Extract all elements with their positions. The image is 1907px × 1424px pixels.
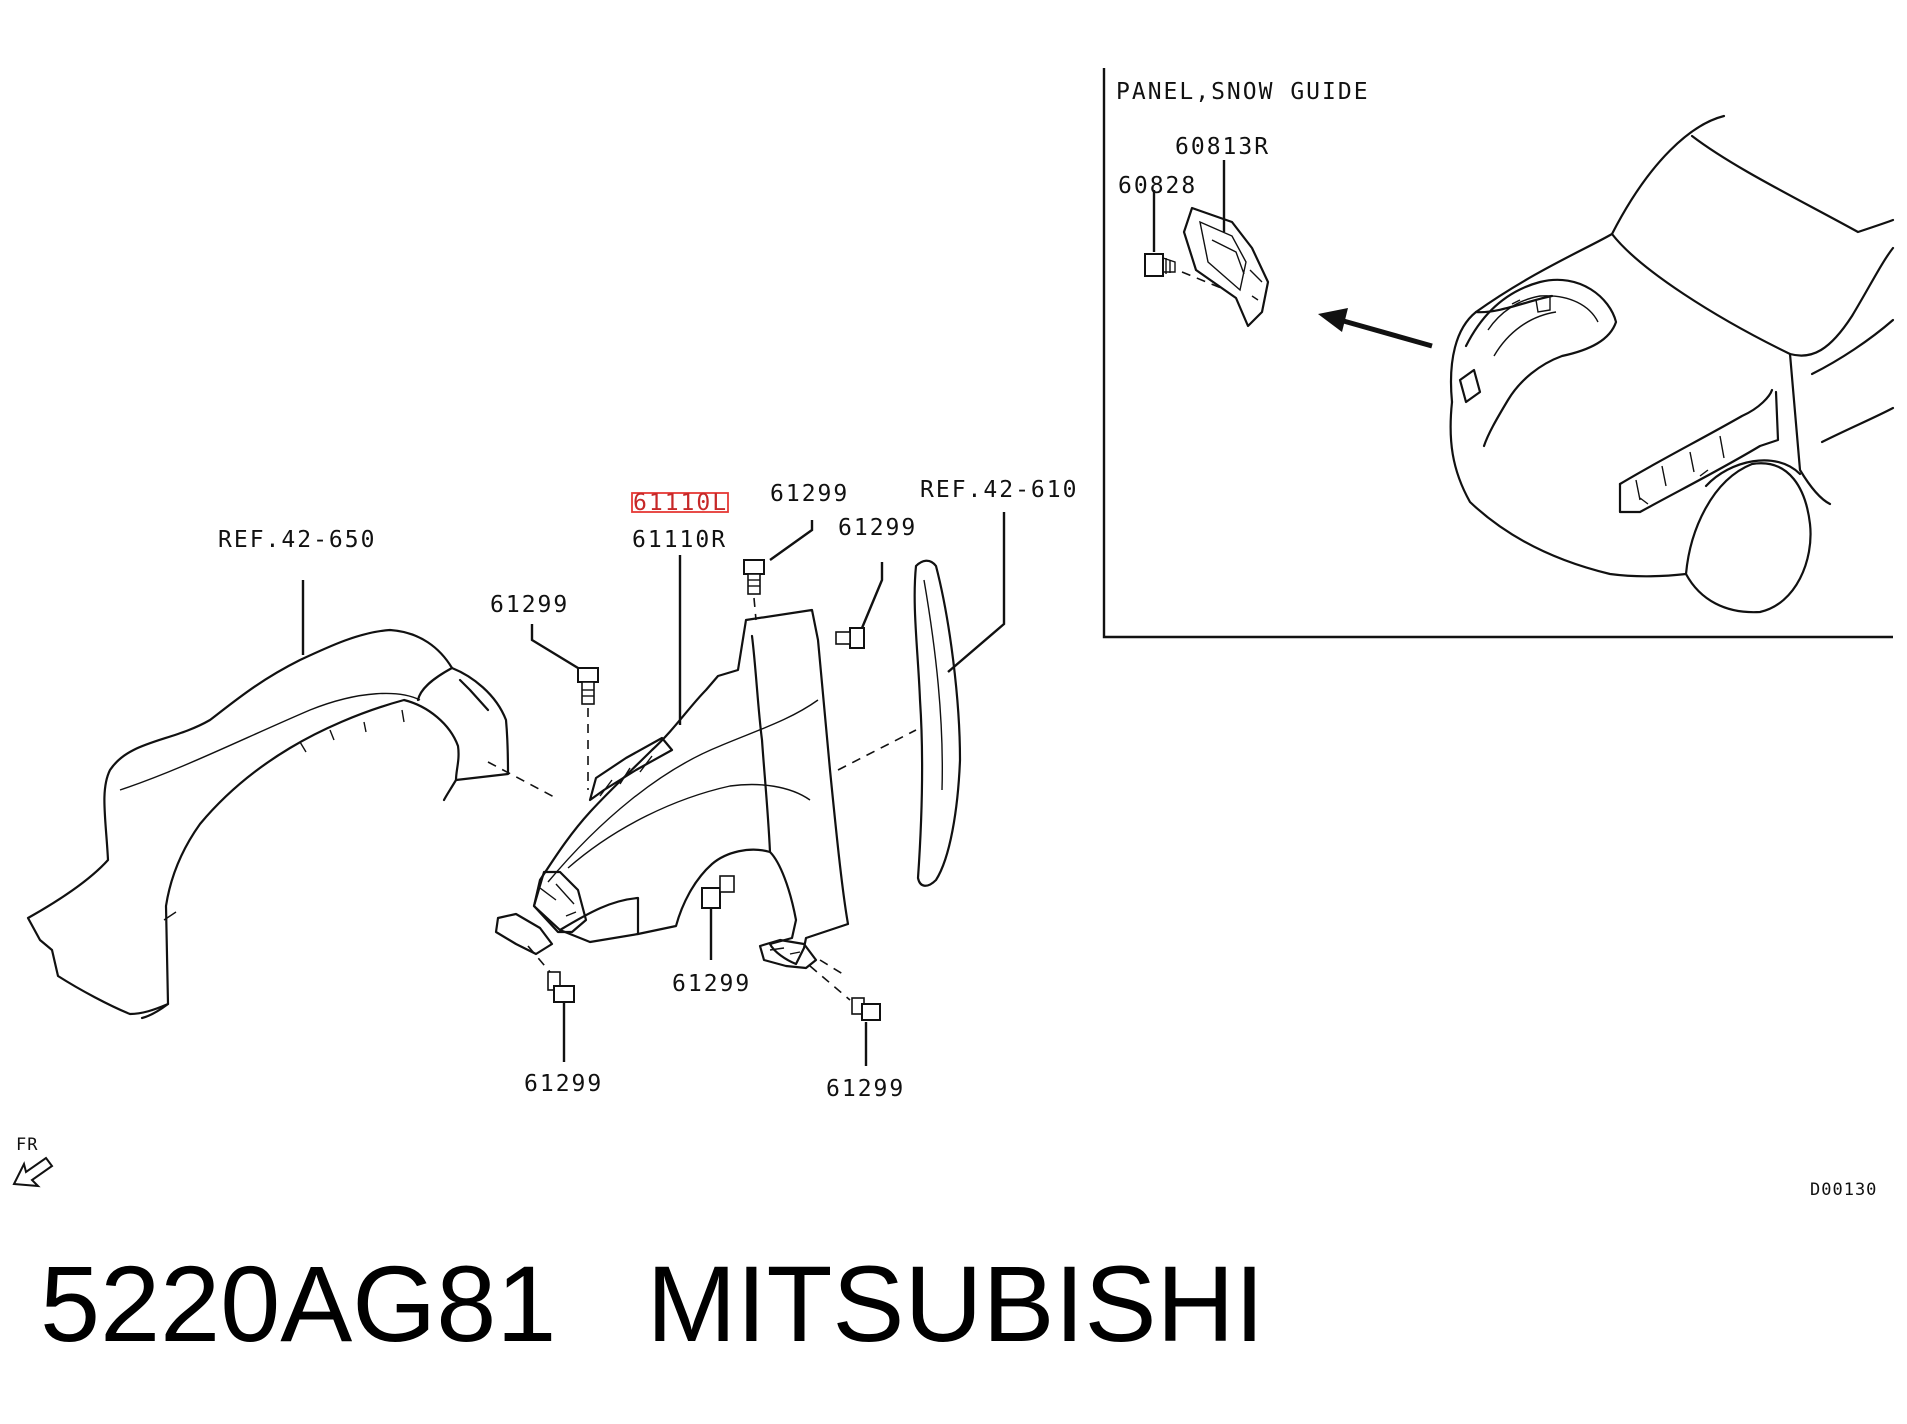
- bracket-bolt-label[interactable]: 60828: [1118, 173, 1197, 199]
- fender-left-highlight: [631, 492, 729, 513]
- bolt-arch-icon[interactable]: [701, 875, 735, 909]
- bolt-top-center-icon[interactable]: [743, 559, 765, 595]
- ref-trim-leader: [947, 512, 1006, 673]
- fender-trim-strip[interactable]: [913, 559, 962, 887]
- bolt-top-right-icon[interactable]: [835, 627, 865, 649]
- diagram-code: D00130: [1810, 1180, 1877, 1200]
- inset-panel: PANEL,SNOW GUIDE 60813R 60828: [1102, 68, 1895, 639]
- location-arrow: [1318, 308, 1433, 349]
- ref-trim-label[interactable]: REF.42-610: [920, 477, 1078, 503]
- caption-brand: MITSUBISHI: [646, 1243, 1265, 1364]
- direction-label: FR: [16, 1135, 38, 1155]
- fender-left-label[interactable]: 61110L: [633, 490, 728, 516]
- bolt-label-bottom-left[interactable]: 61299: [524, 1071, 603, 1097]
- fender-right-label[interactable]: 61110R: [632, 527, 727, 553]
- inset-title: PANEL,SNOW GUIDE: [1116, 79, 1370, 105]
- caption: 5220AG81 MITSUBISHI: [40, 1250, 1265, 1358]
- bolt-label-bottom-right[interactable]: 61299: [826, 1076, 905, 1102]
- ref-liner-label[interactable]: REF.42-650: [218, 527, 376, 553]
- bolt-label-top-right[interactable]: 61299: [838, 515, 917, 541]
- fender-liner[interactable]: [26, 628, 510, 1020]
- bolt-bottom-right-icon[interactable]: [851, 997, 881, 1021]
- bolt-left-icon[interactable]: [577, 667, 599, 705]
- bracket-bolt-icon: [1144, 253, 1176, 277]
- caption-part-number: 5220AG81: [40, 1243, 557, 1364]
- bracket-part-label[interactable]: 60813R: [1175, 134, 1270, 160]
- bolt-bottom-left-icon[interactable]: [547, 971, 575, 1003]
- front-fender[interactable]: [494, 608, 850, 970]
- bolt-label-arch[interactable]: 61299: [672, 971, 751, 997]
- bolt-label-top-center[interactable]: 61299: [770, 481, 849, 507]
- bolt-label-left[interactable]: 61299: [490, 592, 569, 618]
- direction-arrow-icon: [12, 1156, 54, 1188]
- vehicle-front-sketch: [1449, 114, 1895, 614]
- snow-guide-bracket[interactable]: [1182, 206, 1270, 328]
